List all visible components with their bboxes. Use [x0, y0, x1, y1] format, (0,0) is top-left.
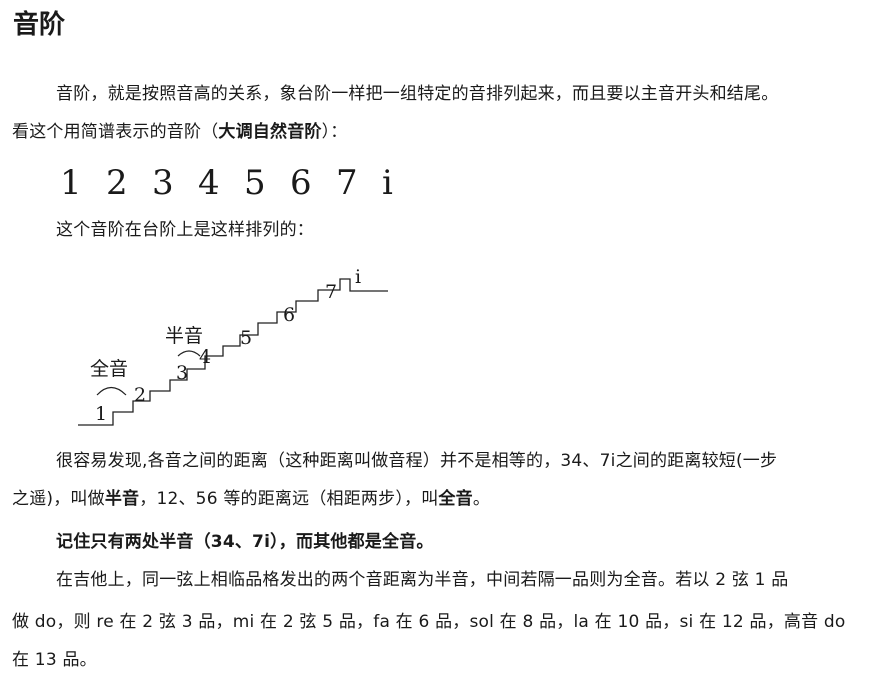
intro-prefix: 看这个用简谱表示的音阶（	[12, 122, 219, 142]
guitar-line3: 在 13 品。	[12, 650, 97, 670]
guitar-line1: 在吉他上，同一弦上相临品格发出的两个音距离为半音，中间若隔一品则为全音。若以 2…	[56, 570, 789, 590]
half-tone-term: 半音	[104, 489, 140, 509]
scale-note: 3	[152, 163, 174, 203]
explain-middle: ，12、56 等的距离远（相距两步），叫	[139, 489, 439, 509]
stair-note: 4	[199, 346, 211, 368]
whole-tone-term: 全音	[438, 489, 473, 509]
explain-line2: 之遥)，叫做半音，12、56 等的距离远（相距两步），叫全音。	[12, 481, 884, 517]
explain-prefix: 之遥)，叫做	[12, 489, 105, 509]
page-title: 音阶	[13, 10, 66, 40]
scale-note: 2	[106, 163, 128, 203]
scale-note: i	[382, 163, 393, 203]
remember-note: 记住只有两处半音（34、7i），而其他都是全音。	[56, 532, 434, 552]
half-tone-label: 半音	[165, 325, 203, 347]
intro-paragraph-line1: 音阶，就是按照音高的关系，象台阶一样把一组特定的音排列起来，而且要以主音开头和结…	[56, 84, 779, 104]
major-scale-term: 大调自然音阶	[218, 122, 322, 142]
scale-note: 6	[290, 163, 312, 203]
guitar-line2: 做 do，则 re 在 2 弦 3 品，mi 在 2 弦 5 品，fa 在 6 …	[12, 612, 846, 632]
scale-note: 1	[60, 163, 82, 203]
whole-tone-label: 全音	[90, 358, 128, 380]
whole-tone-arc	[96, 386, 127, 396]
stair-note: i	[355, 266, 361, 288]
scale-note: 5	[244, 163, 266, 203]
intro-suffix: ）：	[321, 122, 348, 142]
stairs-caption: 这个音阶在台阶上是这样排列的：	[56, 220, 314, 240]
stair-note: 1	[95, 403, 107, 425]
intro-paragraph-line2: 看这个用简谱表示的音阶（大调自然音阶）：	[12, 114, 884, 150]
explain-suffix: 。	[472, 489, 491, 509]
explain-line1: 很容易发现,各音之间的距离（这种距离叫做音程）并不是相等的，34、7i之间的距离…	[56, 451, 778, 471]
half-tone-arc	[177, 350, 201, 357]
staircase-line	[78, 278, 388, 426]
stair-note: 7	[325, 281, 337, 303]
stair-note: 2	[134, 384, 146, 406]
scale-note: 4	[198, 163, 220, 203]
stair-note: 5	[240, 327, 252, 349]
stair-note: 3	[176, 362, 188, 384]
scale-note: 7	[336, 163, 358, 203]
stair-note: 6	[283, 304, 295, 326]
